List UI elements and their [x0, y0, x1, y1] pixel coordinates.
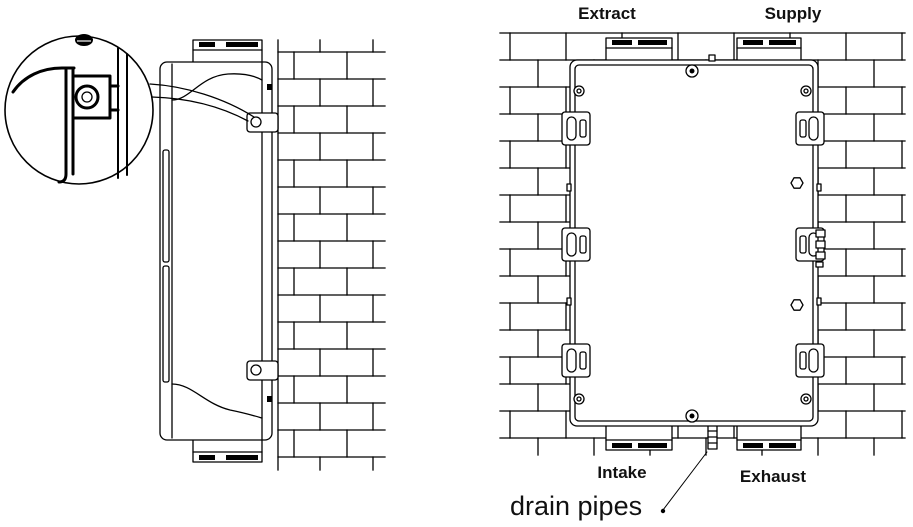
edge-tab	[816, 183, 822, 192]
spigot-band	[743, 40, 763, 45]
spigot-band	[769, 40, 796, 45]
label-supply: Supply	[765, 4, 822, 23]
spigot-band	[226, 455, 258, 460]
side-connector	[815, 251, 826, 260]
label-drain-pipes: drain pipes	[510, 491, 642, 521]
bracket-tab	[799, 351, 807, 370]
label-extract: Extract	[578, 4, 636, 23]
duct-outline-top	[171, 73, 263, 101]
side-connector	[815, 261, 824, 268]
bracket-hole	[74, 84, 100, 110]
bracket-screw-icon	[250, 364, 262, 376]
bracket-screw-icon	[250, 116, 262, 128]
bracket-slot	[566, 116, 577, 141]
spigot-band	[638, 40, 667, 45]
edge-tab	[816, 297, 822, 306]
hook-arm	[11, 66, 76, 94]
edge-tab	[566, 183, 572, 192]
bracket-slot	[566, 348, 577, 373]
mounting-bracket-left	[561, 343, 591, 378]
bracket-outline	[71, 74, 112, 120]
mounting-bracket-left	[561, 227, 591, 262]
spigot-band	[612, 443, 632, 448]
mounting-bracket-right	[795, 343, 825, 378]
drain-pipe-leader	[660, 451, 708, 514]
bracket-tab	[799, 235, 807, 254]
bracket-tab	[579, 351, 587, 370]
bracket-slot	[566, 232, 577, 257]
unit-body-front	[569, 59, 819, 427]
spigot-band	[769, 443, 796, 448]
bracket-hole-inner	[81, 91, 93, 103]
unit-back-plate	[57, 68, 68, 184]
edge-tab	[566, 297, 572, 306]
unit-body-side	[159, 61, 273, 441]
side-rail	[162, 265, 170, 383]
corner-screw-dot	[803, 396, 809, 402]
duct-outline-bottom	[171, 383, 263, 419]
leader-line	[662, 451, 708, 511]
top-connector	[708, 54, 716, 62]
corner-screw-dot	[803, 88, 809, 94]
spigot-band	[612, 40, 632, 45]
unit-front-view	[561, 37, 826, 451]
mounting-bracket-right	[795, 111, 825, 146]
bracket-slot	[808, 116, 819, 141]
corner-screw-dot	[576, 396, 582, 402]
label-exhaust: Exhaust	[740, 467, 806, 486]
pointer-line	[151, 96, 249, 122]
back-marker	[267, 396, 272, 402]
magnified-bracket-detail	[4, 34, 154, 185]
magnifier-circle	[4, 35, 154, 185]
corner-screw-icon	[573, 85, 585, 97]
side-connector	[815, 240, 826, 249]
detail-pointer-lines	[149, 83, 255, 122]
spigot-band	[743, 443, 763, 448]
unit-side-view	[159, 39, 279, 463]
corner-screw-icon	[800, 85, 812, 97]
spigot-band	[199, 455, 215, 460]
spigot-band	[199, 42, 215, 47]
spigot-band	[226, 42, 258, 47]
brick-wall-side-view	[277, 39, 386, 471]
corner-screw-icon	[573, 393, 585, 405]
bracket-tab	[799, 119, 807, 138]
bracket-slot	[808, 348, 819, 373]
label-intake: Intake	[597, 463, 646, 482]
corner-screw-dot	[576, 88, 582, 94]
bracket-tab	[579, 119, 587, 138]
leader-dot	[660, 508, 666, 514]
bracket-tab	[579, 235, 587, 254]
screw-center-dot	[689, 413, 695, 419]
hex-nut-icon	[790, 299, 804, 311]
pointer-line	[149, 83, 255, 118]
screw-center-dot	[689, 68, 695, 74]
side-rail	[162, 149, 170, 263]
hex-nut-icon	[790, 177, 804, 189]
spigot-band	[638, 443, 667, 448]
mounting-bracket-left	[561, 111, 591, 146]
screw-head-icon	[75, 34, 93, 46]
back-marker	[267, 84, 272, 90]
side-connector	[815, 229, 826, 238]
corner-screw-icon	[800, 393, 812, 405]
